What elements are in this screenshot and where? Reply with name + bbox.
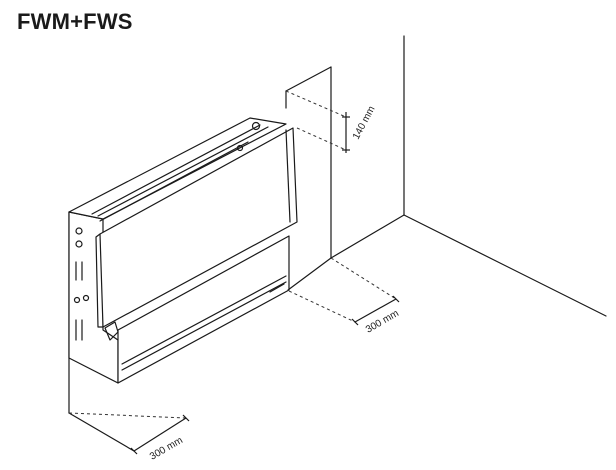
dimension-markers bbox=[130, 112, 400, 455]
top-clearance-label: 140 mm bbox=[351, 104, 378, 141]
unit-top bbox=[68, 117, 287, 222]
unit-lower-body bbox=[104, 235, 290, 384]
wall-outline bbox=[68, 35, 607, 452]
page-title: FWM+FWS bbox=[17, 9, 133, 34]
side-clearance-label: 300 mm bbox=[364, 308, 401, 336]
unit-front-cover bbox=[95, 127, 298, 328]
base-line bbox=[287, 257, 332, 291]
dimension-lines bbox=[68, 90, 397, 419]
